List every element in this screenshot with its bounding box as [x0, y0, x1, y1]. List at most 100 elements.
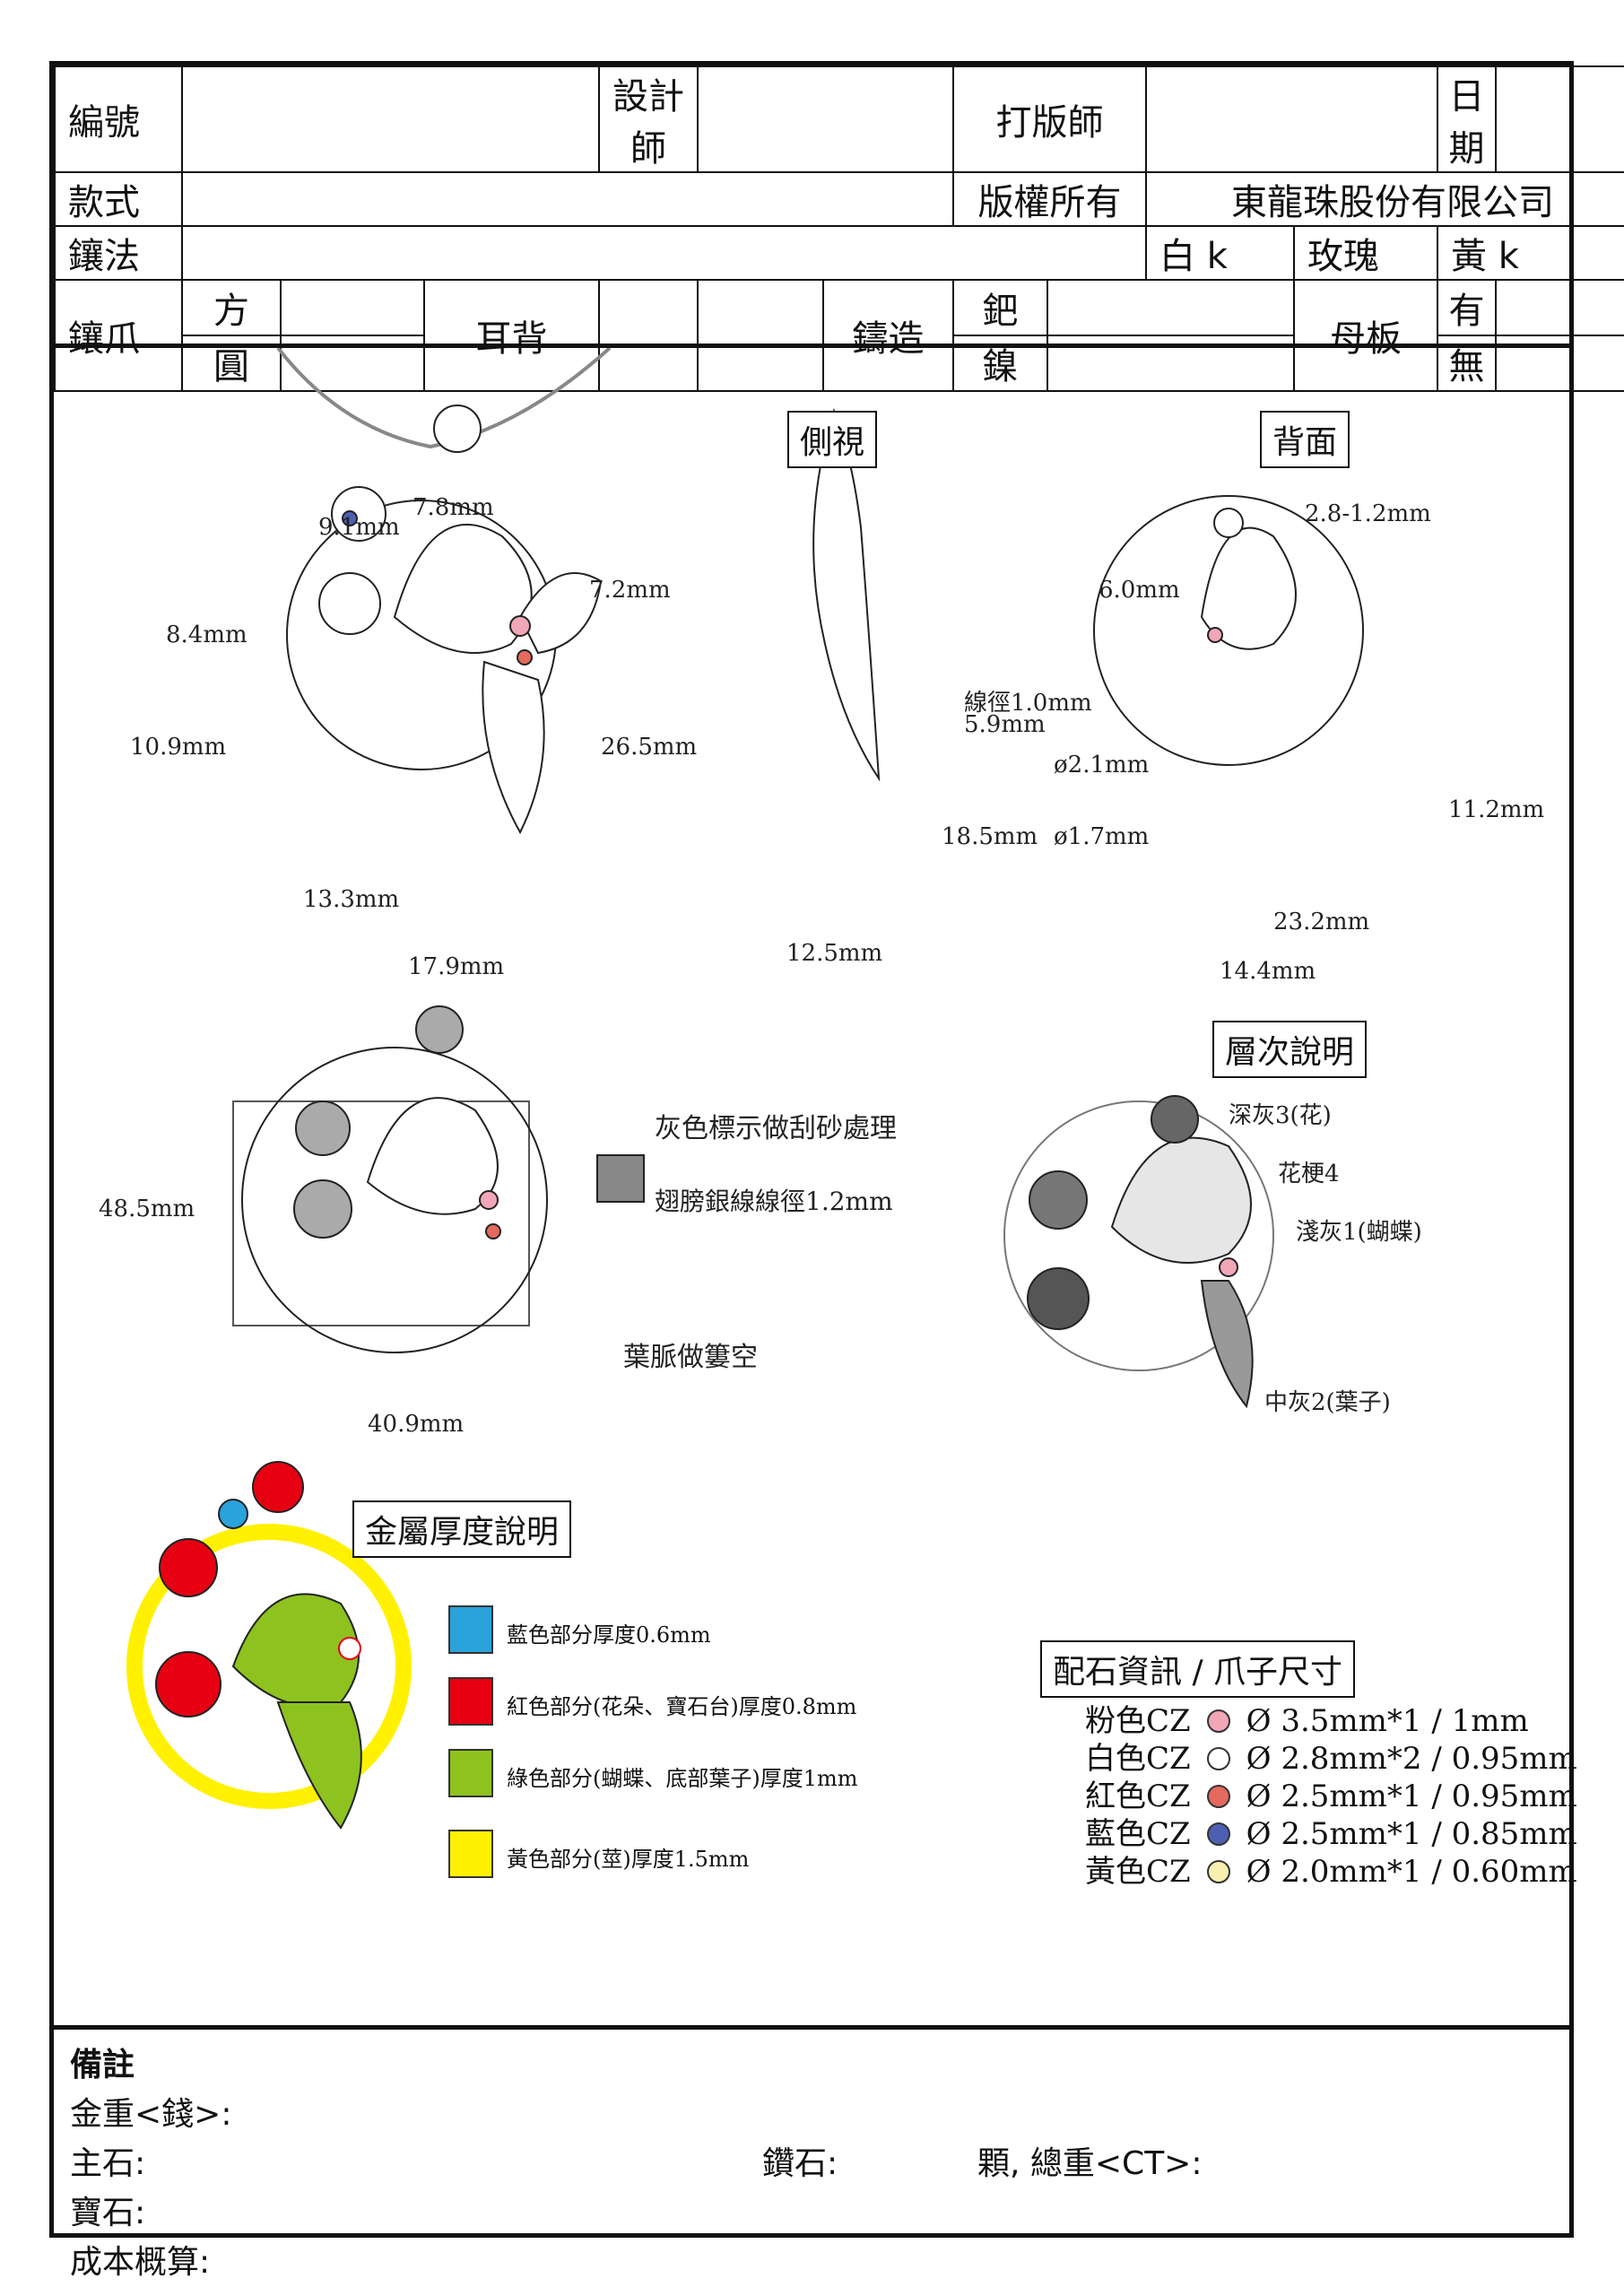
layer-label: 花梗4 — [1278, 1161, 1340, 1187]
stone-name: 粉色CZ — [1085, 1703, 1191, 1739]
dim-label: 26.5mm — [601, 734, 698, 761]
setting-label: 鑲法 — [54, 225, 183, 281]
back-view-title: 背面 — [1260, 411, 1350, 468]
dim-label: 12.5mm — [786, 940, 883, 967]
stone-spec: Ø 2.8mm*2 / 0.95mm — [1246, 1741, 1577, 1777]
notes-divider — [54, 2025, 1569, 2030]
dim-label: 7.2mm — [589, 577, 671, 604]
stone-row: 粉色CZ Ø 3.5mm*1 / 1mm — [1085, 1702, 1529, 1740]
dim-label: 8.4mm — [166, 622, 248, 648]
rose-label: 玫瑰 — [1293, 225, 1439, 281]
stone-dot — [1206, 1747, 1230, 1770]
copyright-value: 東龍珠股份有限公司 — [1145, 171, 1624, 227]
legend-swatch-green — [448, 1749, 493, 1797]
square-field[interactable] — [280, 279, 425, 336]
gold-weight-label: 金重<錢>: — [70, 2096, 232, 2133]
cost-label: 成本概算: — [70, 2244, 211, 2281]
stone-dot — [1206, 1860, 1230, 1883]
master-label: 母板 — [1293, 279, 1439, 392]
palladium-field[interactable] — [1046, 279, 1296, 336]
stone-spec: Ø 2.5mm*1 / 0.95mm — [1246, 1779, 1577, 1814]
layer-label: 中灰2(葉子) — [1264, 1389, 1391, 1416]
dim-label: 17.9mm — [408, 953, 505, 980]
legend-text: 黃色部分(莖)厚度1.5mm — [507, 1847, 750, 1872]
palladium-label: 鈀 — [952, 279, 1049, 336]
stone-name: 藍色CZ — [1085, 1816, 1191, 1852]
legend-swatch-blue — [448, 1605, 493, 1654]
copyright-label: 版權所有 — [952, 171, 1148, 227]
dim-label: 40.9mm — [368, 1411, 465, 1438]
designer-field[interactable] — [697, 65, 955, 173]
pattern-maker-field[interactable] — [1145, 65, 1439, 173]
prong-label: 鑲爪 — [54, 279, 183, 392]
earback-label: 耳背 — [422, 279, 601, 392]
stone-name: 紅色CZ — [1085, 1779, 1191, 1814]
side-view-title: 側視 — [787, 411, 878, 468]
stone-row: 黃色CZ Ø 2.0mm*1 / 0.60mm — [1085, 1853, 1577, 1891]
casting-label: 鑄造 — [822, 279, 955, 392]
main-stone-label: 主石: — [70, 2145, 146, 2182]
stone-spec: Ø 2.5mm*1 / 0.85mm — [1246, 1816, 1577, 1852]
technical-drawings — [126, 348, 1364, 1830]
stone-row: 紅色CZ Ø 2.5mm*1 / 0.95mm — [1085, 1778, 1577, 1815]
dim-label: 11.2mm — [1448, 796, 1545, 823]
dim-label: 2.8-1.2mm — [1305, 500, 1431, 527]
stone-dot — [1206, 1822, 1230, 1846]
dim-label: 18.5mm — [942, 823, 1038, 850]
style-label: 款式 — [54, 171, 183, 227]
dim-label: ø2.1mm — [1054, 752, 1150, 778]
stone-spec: Ø 2.0mm*1 / 0.60mm — [1246, 1854, 1577, 1890]
dim-label: 23.2mm — [1273, 909, 1370, 935]
stone-name: 黃色CZ — [1085, 1854, 1191, 1890]
stone-name: 白色CZ — [1085, 1741, 1191, 1777]
thickness-title: 金屬厚度說明 — [352, 1500, 572, 1558]
legend-text: 紅色部分(花朵、寶石台)厚度0.8mm — [507, 1694, 857, 1719]
yes-label: 有 — [1437, 279, 1498, 336]
dim-label: 13.3mm — [303, 886, 400, 913]
notes-title: 備註 — [70, 2047, 135, 2083]
white-k-label: 白 k — [1145, 225, 1296, 281]
stone-dot — [1206, 1709, 1230, 1733]
setting-field[interactable] — [180, 225, 1148, 281]
header-table: 編號 設計師 打版師 日期 款式 版權所有 東龍珠股份有限公司 鑲法 白 k 玫… — [54, 65, 1624, 392]
serial-field[interactable] — [180, 65, 601, 173]
gem-label: 寶石: — [70, 2195, 146, 2231]
wing-wire-note: 翅膀銀線線徑1.2mm — [655, 1187, 893, 1216]
earback-field-1[interactable] — [598, 279, 699, 392]
layer-title: 層次說明 — [1212, 1021, 1368, 1078]
grey-note: 灰色標示做刮砂處理 — [655, 1113, 897, 1144]
legend-text: 藍色部分厚度0.6mm — [507, 1622, 711, 1648]
dim-label: 5.9mm — [964, 711, 1046, 738]
legend-swatch-yellow — [448, 1830, 493, 1878]
layer-label: 深灰3(花) — [1229, 1102, 1332, 1129]
date-label: 日期 — [1437, 65, 1498, 173]
dim-label: 7.8mm — [413, 494, 494, 521]
serial-label: 編號 — [54, 65, 183, 173]
layer-label: 淺灰1(蝴蝶) — [1296, 1219, 1422, 1246]
pattern-maker-label: 打版師 — [952, 65, 1148, 173]
earback-field-2[interactable] — [697, 279, 825, 392]
stone-dot — [1206, 1785, 1230, 1808]
count-total-label: 顆, 總重<CT>: — [977, 2145, 1203, 2182]
legend-swatch-red — [448, 1677, 493, 1726]
designer-label: 設計師 — [598, 65, 699, 173]
legend-text: 綠色部分(蝴蝶、底部葉子)厚度1mm — [507, 1766, 858, 1791]
stone-row: 白色CZ Ø 2.8mm*2 / 0.95mm — [1085, 1740, 1577, 1778]
dim-label: 9.1mm — [318, 514, 400, 541]
dim-label: 10.9mm — [130, 734, 227, 761]
style-field[interactable] — [180, 171, 955, 227]
yes-field[interactable] — [1495, 279, 1624, 336]
date-field[interactable] — [1495, 65, 1624, 173]
dim-label: 線徑1.0mm — [964, 690, 1092, 717]
yellow-k-label: 黃 k — [1437, 225, 1624, 281]
dim-label: 6.0mm — [1099, 577, 1180, 604]
stone-row: 藍色CZ Ø 2.5mm*1 / 0.85mm — [1085, 1815, 1577, 1853]
diamond-label: 鑽石: — [762, 2145, 838, 2182]
square-label: 方 — [181, 279, 282, 336]
leaf-vein-note: 葉脈做簍空 — [623, 1342, 758, 1373]
header-divider — [54, 344, 1569, 348]
stone-spec: Ø 3.5mm*1 / 1mm — [1246, 1703, 1529, 1739]
dim-label: 48.5mm — [99, 1196, 195, 1222]
dim-label: 14.4mm — [1220, 958, 1316, 985]
spec-sheet-frame: 編號 設計師 打版師 日期 款式 版權所有 東龍珠股份有限公司 鑲法 白 k 玫… — [49, 61, 1624, 2281]
